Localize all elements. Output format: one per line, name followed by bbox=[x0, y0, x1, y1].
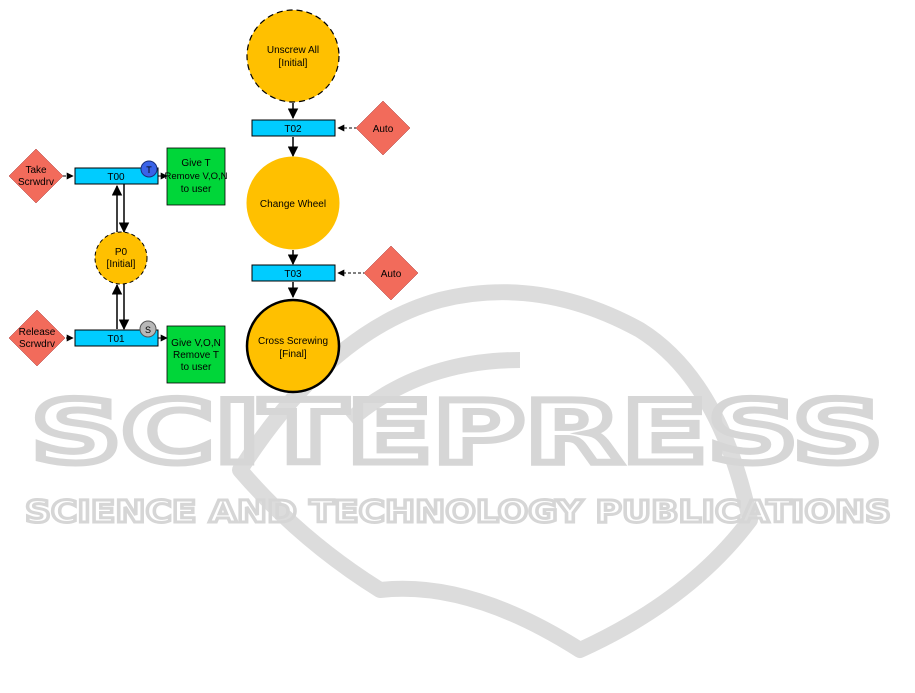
place-p0[interactable]: P0 [Initial] bbox=[95, 232, 147, 284]
place-state: [Final] bbox=[279, 349, 306, 360]
event-auto-t03[interactable]: Auto bbox=[364, 246, 418, 300]
transition-label: T00 bbox=[107, 172, 125, 183]
action-give-von[interactable]: Give V,O,N Remove T to user bbox=[167, 326, 225, 383]
event-label-line1: Release bbox=[19, 327, 56, 338]
event-label-line2: Scrwdrv bbox=[19, 339, 55, 350]
token-t: T bbox=[141, 161, 157, 177]
event-label-line1: Take bbox=[25, 165, 47, 176]
action-line2: Remove V,O,N bbox=[164, 171, 227, 182]
place-name: Unscrew All bbox=[267, 45, 319, 56]
action-line3: to user bbox=[181, 184, 212, 195]
event-diamond bbox=[9, 149, 63, 203]
action-line1: Give T bbox=[181, 158, 210, 169]
transition-label: T03 bbox=[284, 269, 302, 280]
event-label-line2: Scrwdrv bbox=[18, 177, 54, 188]
watermark-brand: SCITEPRESS bbox=[31, 383, 883, 483]
action-line3: to user bbox=[181, 362, 212, 373]
event-auto-t02[interactable]: Auto bbox=[356, 101, 410, 155]
token-s: S bbox=[140, 321, 156, 337]
place-state: [Initial] bbox=[107, 259, 136, 270]
event-label: Auto bbox=[381, 269, 402, 280]
place-name: Cross Screwing bbox=[258, 336, 328, 347]
transition-t03[interactable]: T03 bbox=[252, 265, 335, 281]
event-label: Auto bbox=[373, 124, 394, 135]
event-release-scrwdrv[interactable]: Release Scrwdrv bbox=[9, 310, 65, 366]
action-line1: Give V,O,N bbox=[171, 338, 221, 349]
action-give-t[interactable]: Give T Remove V,O,N to user bbox=[164, 148, 227, 205]
token-s-label: S bbox=[145, 325, 151, 335]
token-t-label: T bbox=[146, 165, 152, 175]
place-state: [Initial] bbox=[279, 58, 308, 69]
place-unscrew-all[interactable]: Unscrew All [Initial] bbox=[247, 10, 339, 102]
place-name: P0 bbox=[115, 247, 128, 258]
place-cross-screwing[interactable]: Cross Screwing [Final] bbox=[247, 300, 339, 392]
event-diamond bbox=[9, 310, 65, 366]
place-change-wheel[interactable]: Change Wheel bbox=[247, 157, 339, 249]
action-line2: Remove T bbox=[173, 350, 219, 361]
watermark-tagline: SCIENCE AND TECHNOLOGY PUBLICATIONS bbox=[25, 495, 891, 530]
transition-label: T02 bbox=[284, 124, 302, 135]
event-take-scrwdrv[interactable]: Take Scrwdrv bbox=[9, 149, 63, 203]
place-name: Change Wheel bbox=[260, 199, 326, 210]
transition-label: T01 bbox=[107, 334, 125, 345]
place-circle bbox=[95, 232, 147, 284]
place-circle bbox=[247, 10, 339, 102]
transition-t02[interactable]: T02 bbox=[252, 120, 335, 136]
